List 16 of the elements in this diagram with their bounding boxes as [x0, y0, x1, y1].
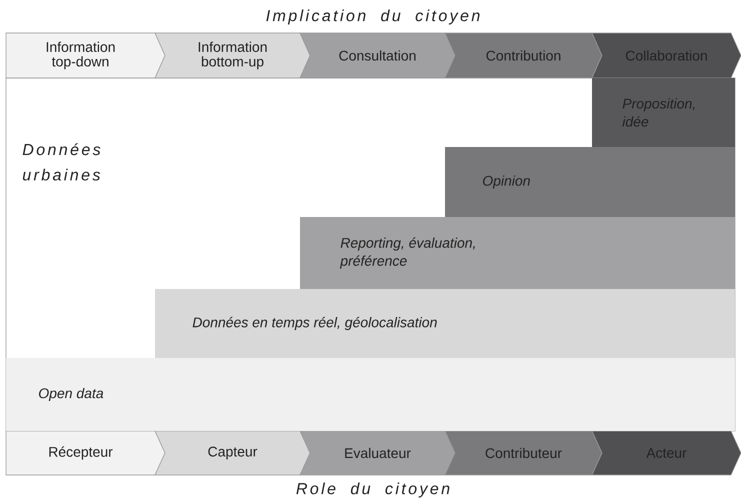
step-band: Open data	[6, 358, 735, 431]
heading: Role du citoyen	[296, 482, 450, 498]
chevron-box: Contributeur	[444, 430, 602, 476]
chevron-box: Récepteur	[6, 430, 166, 476]
step-band: Reporting, évaluation, préférence	[300, 217, 735, 289]
chevron-box: Information top-down	[6, 32, 166, 78]
step-band: Données en temps réel, géolocalisation	[155, 289, 735, 358]
step-band: Proposition, idée	[592, 78, 735, 147]
step-band: Opinion	[445, 147, 735, 217]
chevron-box: Evaluateur	[300, 430, 456, 476]
chevron-box: Capteur	[154, 430, 310, 476]
chevron-box: Contribution	[444, 32, 602, 78]
chevron-box: Information bottom-up	[154, 32, 310, 78]
side-heading: Données urbaines	[22, 143, 100, 181]
heading: Implication du citoyen	[266, 10, 480, 24]
chevron-box: Consultation	[300, 32, 456, 78]
